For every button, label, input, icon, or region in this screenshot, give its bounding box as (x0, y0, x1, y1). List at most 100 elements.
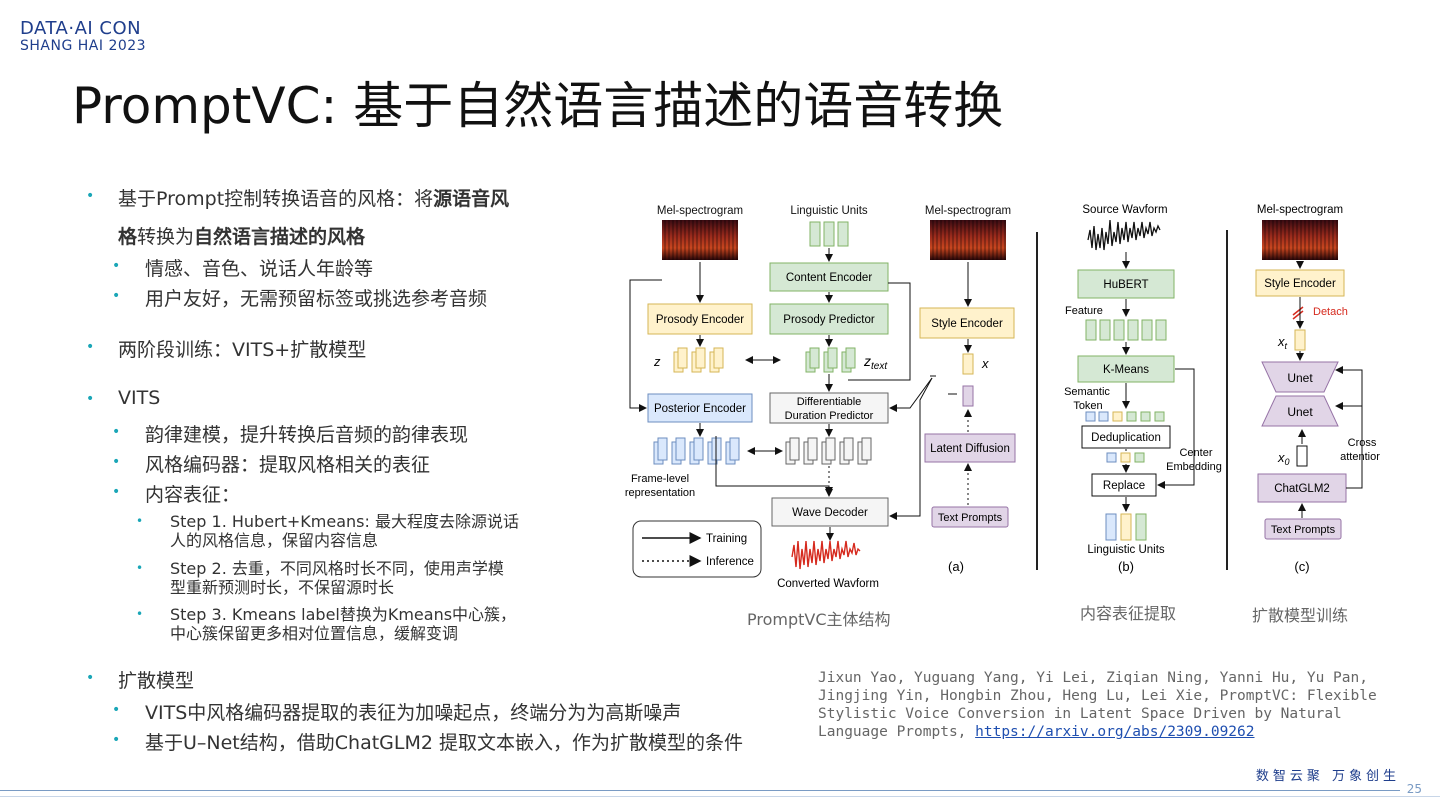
step-2: Step 2. 去重，不同风格时长不同，使用声学模 型重新预测时长，不保留源时长 (170, 559, 504, 597)
caption-promptvc: PromptVC主体结构 (747, 610, 891, 629)
bullet-dot: • (136, 561, 144, 575)
c-mel-spectrogram (1262, 220, 1338, 260)
bullet-dot: • (136, 607, 144, 621)
a-mel-label-1: Mel-spectrogram (657, 205, 743, 217)
c-arrows (1296, 261, 1363, 518)
bullet-1-text: 基于Prompt控制转换语音的风格：将 (118, 188, 434, 210)
bullet-1-line2: 格转换为自然语言描述的风格 (118, 222, 365, 249)
b-feature-label: Feature (1065, 305, 1103, 317)
c-text-prompts-label: Text Prompts (1271, 524, 1336, 536)
c-unet-label-1: Unet (1287, 371, 1313, 385)
b-source-waveform (1087, 219, 1161, 251)
a-z-label: z (653, 354, 661, 369)
b-panel-label: (b) (1118, 559, 1134, 574)
bullet-dot: • (86, 339, 95, 355)
b-center-label-1: Center (1179, 447, 1212, 459)
bullet-1-bold: 源语音风 (433, 188, 510, 210)
bullet-dot: • (86, 670, 95, 686)
reference-text: Jixun Yao, Yuguang Yang, Yi Lei, Ziqian … (818, 670, 1377, 740)
bullet-1-sub2: 用户友好，无需预留标签或挑选参考音频 (145, 288, 488, 310)
bullet-4: 扩散模型 (118, 670, 195, 692)
b-replace-label: Replace (1103, 480, 1145, 492)
b-semantic-label-2: Token (1073, 400, 1102, 412)
bullet-dot: • (86, 188, 95, 204)
c-unet-encoder (1261, 361, 1339, 393)
a-content-encoder-box (769, 262, 889, 292)
c-chatglm-box (1257, 473, 1347, 503)
a-x-diffused-token (962, 385, 974, 407)
a-mel-spectrogram-2 (930, 220, 1006, 260)
bullet-3-sub3: 内容表征： (145, 484, 241, 506)
b-semantic-label-1: Semantic (1064, 386, 1110, 398)
step-2-line2: 型重新预测时长，不保留源时长 (170, 578, 395, 597)
a-style-encoder-label: Style Encoder (931, 318, 1003, 330)
bullet-dot: • (112, 732, 121, 748)
a-prosody-encoder-label: Prosody Encoder (656, 314, 744, 326)
a-duration-predictor-box (769, 392, 889, 424)
bullet-4-sub2: 基于U–Net结构，借助ChatGLM2 提取文本嵌入，作为扩散模型的条件 (145, 732, 743, 754)
a-legend-inference-label: Inference (706, 556, 754, 568)
bullet-dot: • (86, 391, 95, 407)
a-converted-label: Converted Wavform (777, 578, 879, 590)
a-linguistic-units-bars (809, 221, 849, 247)
c-x0-label: x0 (1277, 450, 1290, 467)
bullet-dot: • (112, 702, 121, 718)
c-mel-label: Mel-spectrogram (1257, 204, 1343, 216)
b-hubert-label: HuBERT (1103, 279, 1148, 291)
c-text-prompts-box (1264, 518, 1342, 540)
step-1-line2: 人的风格信息，保留内容信息 (170, 531, 379, 550)
a-x-label: x (981, 356, 989, 371)
b-dedup-box (1081, 425, 1171, 449)
reference: Jixun Yao, Yuguang Yang, Yi Lei, Ziqian … (818, 669, 1418, 741)
a-arrows (629, 248, 972, 541)
a-style-encoder-box (919, 307, 1015, 339)
a-latent-diffusion-box (924, 433, 1016, 463)
footer-slogan: 数智云聚 万象创生 (1255, 769, 1400, 784)
bullet-dot: • (112, 424, 121, 440)
bullet-dot: • (112, 484, 121, 500)
b-linguistic-label: Linguistic Units (1087, 544, 1165, 556)
bullet-1-mid: 转换为 (137, 226, 195, 248)
bullet-1-line1: 基于Prompt控制转换语音的风格：将源语音风 (118, 184, 509, 211)
a-legend-training-label: Training (706, 533, 747, 545)
c-style-encoder-label: Style Encoder (1264, 278, 1336, 290)
b-hubert-box (1077, 269, 1175, 299)
caption-content-extraction: 内容表征提取 (1080, 604, 1177, 623)
a-latent-diffusion-label: Latent Diffusion (930, 443, 1010, 455)
a-wave-decoder-box (771, 497, 889, 527)
bullet-3: VITS (118, 387, 161, 409)
a-linguistic-units-label: Linguistic Units (790, 205, 868, 217)
step-3-line1: Step 3. Kmeans label替换为Kmeans中心簇， (170, 605, 517, 624)
b-dedup-label: Deduplication (1091, 432, 1161, 444)
a-prosody-encoder-box (647, 303, 753, 335)
caption-diffusion-training: 扩散模型训练 (1252, 606, 1349, 625)
a-ztext-label: ztext (863, 353, 888, 372)
c-unet-label-2: Unet (1287, 405, 1313, 419)
a-legend-box (632, 520, 762, 578)
a-text-prompts-box (931, 506, 1009, 528)
a-mel-label-2: Mel-spectrogram (925, 205, 1011, 217)
bullet-3-sub1: 韵律建模，提升转换后音频的韵律表现 (145, 424, 469, 446)
footer-line-secondary (0, 796, 1440, 797)
c-panel-label: (c) (1294, 559, 1309, 574)
a-posterior-encoder-label: Posterior Encoder (654, 403, 746, 415)
step-3: Step 3. Kmeans label替换为Kmeans中心簇， 中心簇保留更… (170, 605, 516, 643)
page-title: PromptVC: 基于自然语言描述的语音转换 (72, 77, 1004, 135)
b-feature-tokens (1085, 319, 1167, 341)
a-duration-tokens (785, 437, 872, 465)
b-kmeans-label: K-Means (1103, 364, 1149, 376)
b-linguistic-tokens (1105, 513, 1147, 541)
a-content-encoder-label: Content Encoder (786, 272, 872, 284)
diagram-separator-bc (1226, 230, 1228, 570)
a-prosody-predictor-label: Prosody Predictor (783, 314, 875, 326)
logo-line2: SHANG HAI 2023 (20, 38, 147, 54)
a-ddp-line2: Duration Predictor (785, 410, 874, 422)
reference-link[interactable]: https://arxiv.org/abs/2309.09262 (975, 724, 1255, 740)
bullet-dot: • (136, 514, 144, 528)
a-ddp-line1: Differentiable (797, 396, 862, 408)
b-arrows (1122, 252, 1195, 512)
bullet-2: 两阶段训练：VITS+扩散模型 (118, 339, 367, 361)
b-source-label: Source Wavform (1082, 204, 1167, 216)
bullet-1-bold2: 格 (118, 226, 138, 248)
